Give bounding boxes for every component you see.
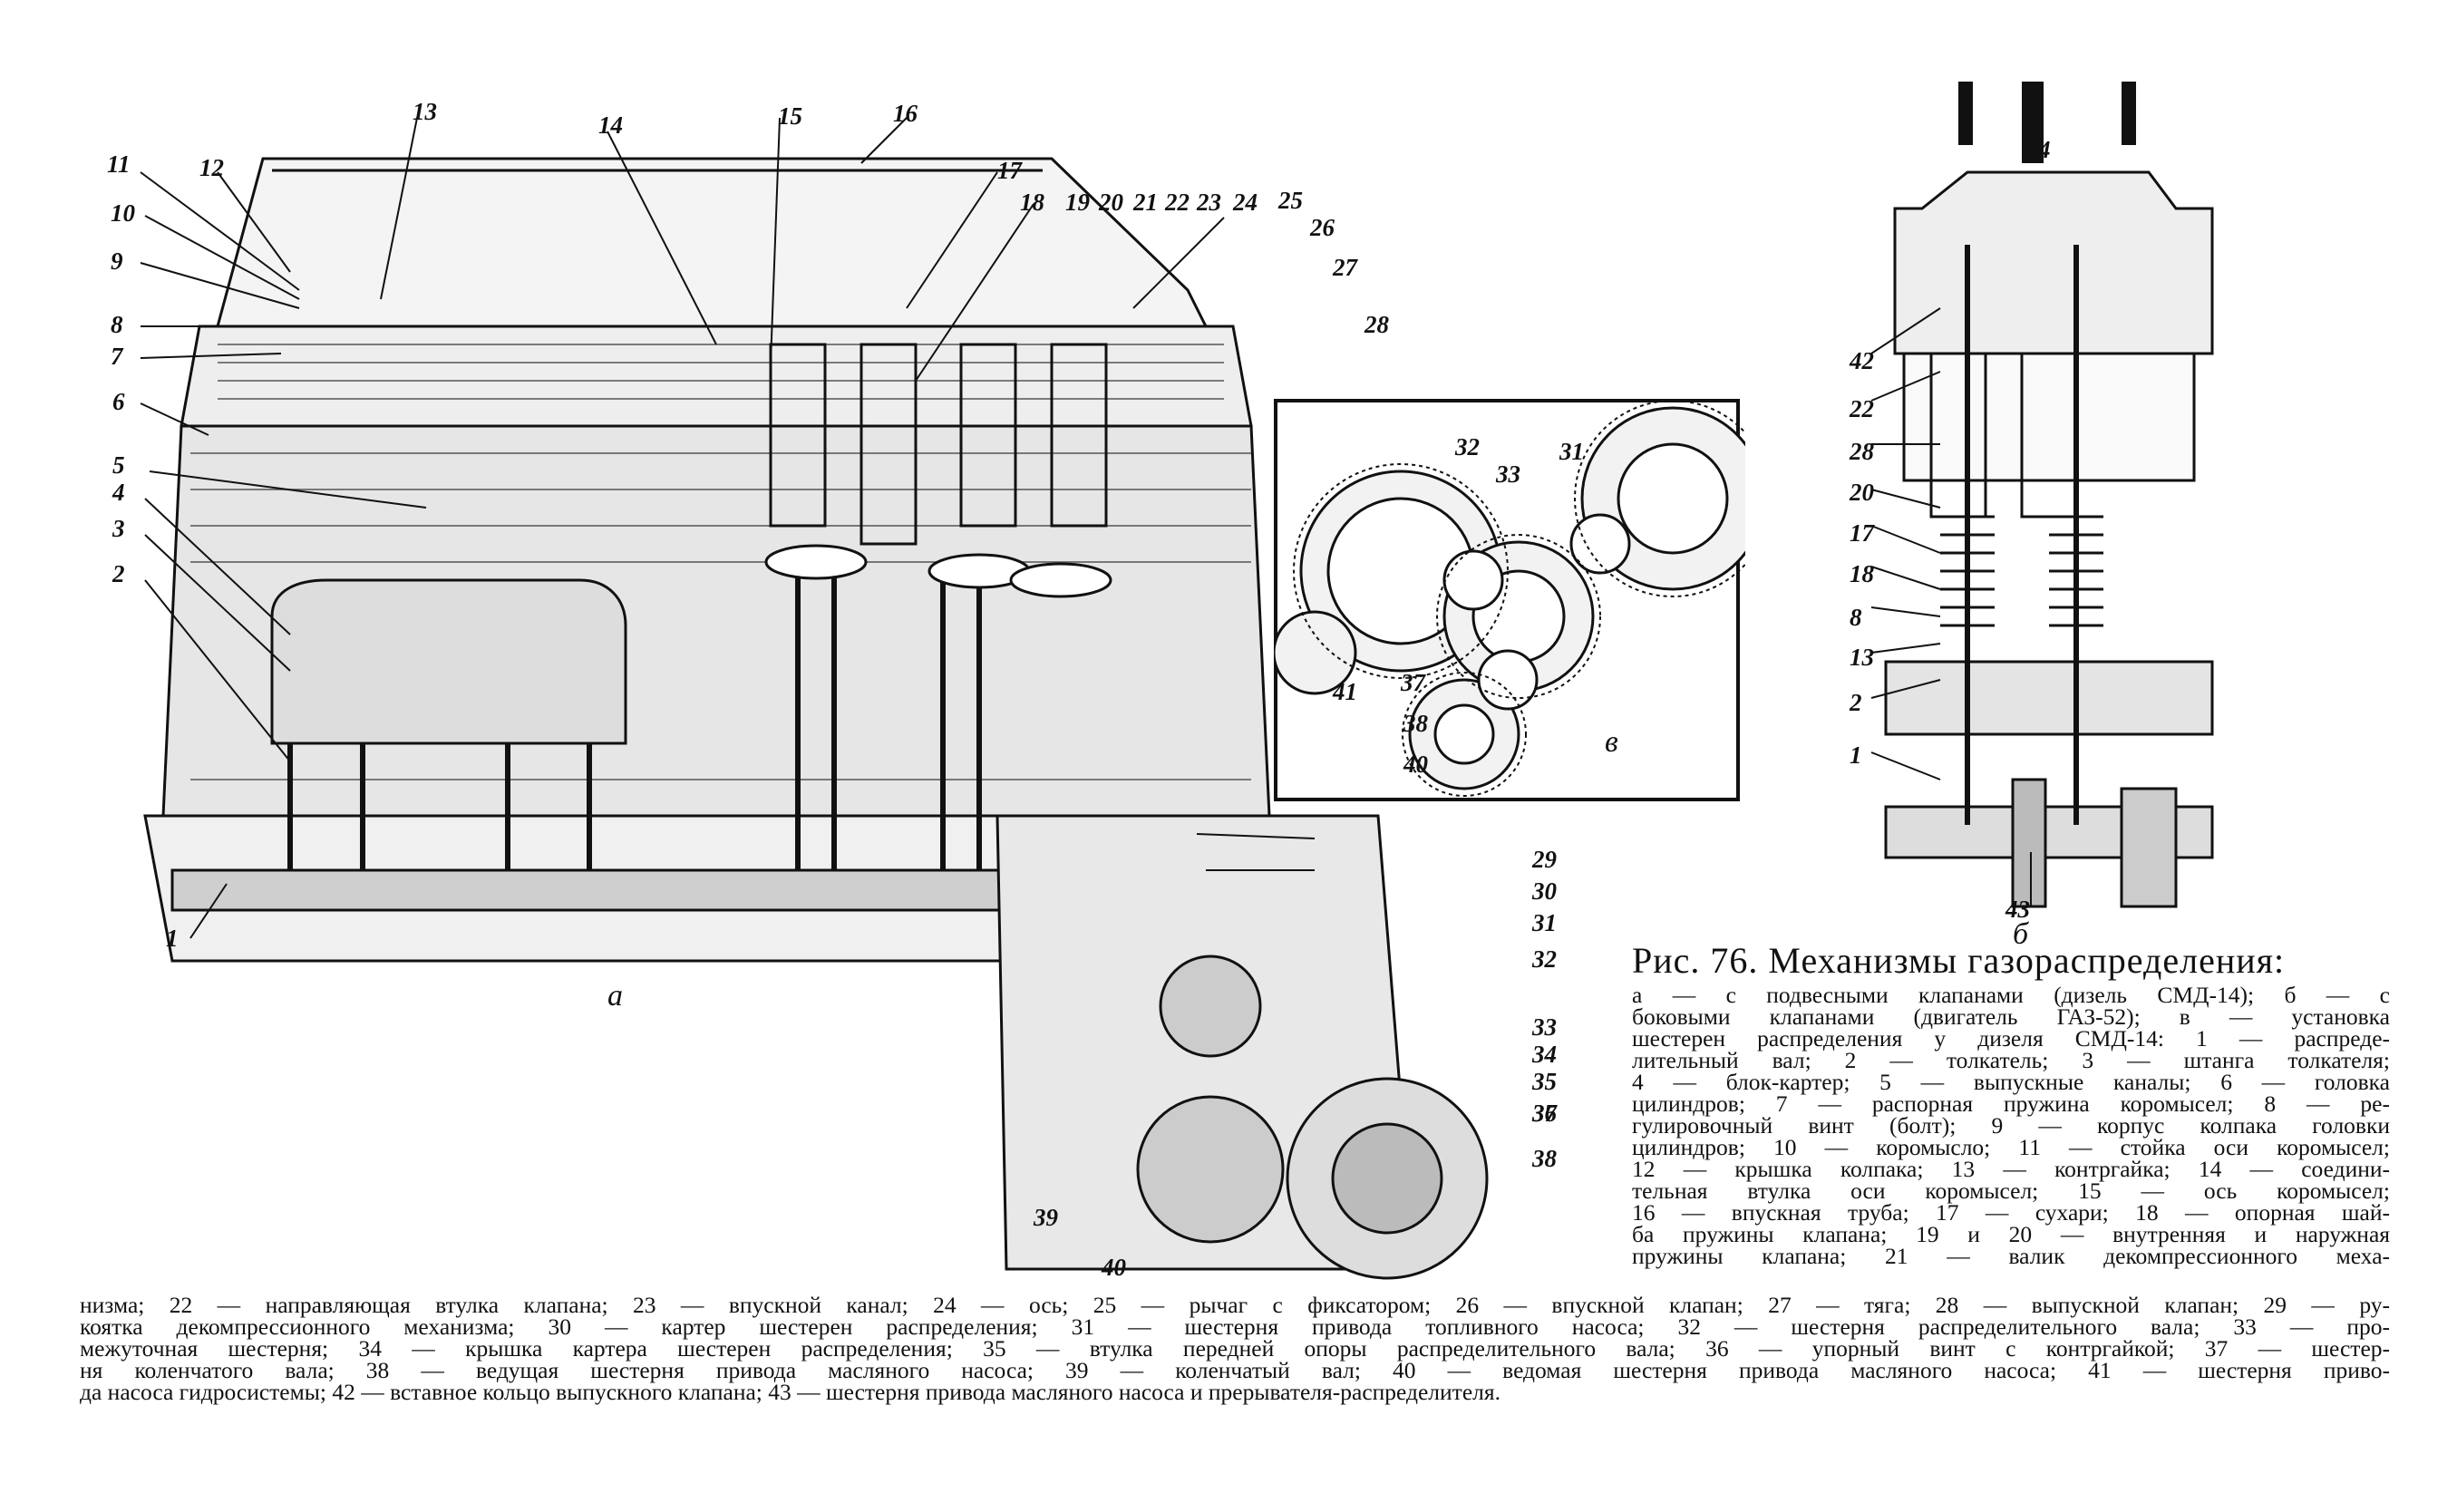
fig-b-label-22: 22: [1850, 395, 1874, 422]
fig-a-label-15: 15: [778, 102, 802, 130]
caption-title: Рис. 76. Механизмы газораспределения:: [1632, 940, 2286, 981]
fig-a-label-27: 27: [1333, 254, 1357, 281]
fig-a-label-34: 34: [1532, 1041, 1557, 1068]
fig-a-label-12: 12: [199, 154, 224, 181]
subfig-v-letter: в: [1605, 725, 1618, 759]
fig-v-label-31: 31: [1559, 438, 1584, 465]
fig-v-label-33: 33: [1496, 460, 1520, 488]
fig-a-label-2: 2: [112, 560, 125, 587]
caption-line: 4 — блок-картер; 5 — выпускные каналы; 6…: [1632, 1069, 2390, 1095]
caption-line: а — с подвесными клапанами (дизель СМД-1…: [1632, 982, 2390, 1008]
subfig-a-letter: а: [607, 979, 623, 1013]
subfig-b-letter: б: [2013, 917, 2029, 951]
caption-line: да насоса гидросистемы; 42 — вставное ко…: [80, 1379, 1500, 1405]
caption-line: пружины клапана; 21 — валик декомпрессио…: [1632, 1243, 2390, 1269]
caption-line: 16 — впускная труба; 17 — сухари; 18 — о…: [1632, 1199, 2390, 1226]
fig-b-label-42: 42: [1850, 347, 1874, 374]
caption-line: цилиндров; 7 — распорная пружина коромыс…: [1632, 1090, 2390, 1117]
caption-line: коятка декомпрессионного механизма; 30 —…: [80, 1313, 2390, 1340]
fig-a-label-10: 10: [111, 199, 135, 227]
fig-a-label-40: 40: [1102, 1254, 1126, 1281]
fig-a-label-28: 28: [1364, 311, 1389, 338]
fig-a-label-6: 6: [112, 388, 125, 415]
caption-line: гулировочный винт (болт); 9 — корпус кол…: [1632, 1112, 2390, 1139]
fig-v-label-32: 32: [1455, 433, 1480, 460]
fig-b-label-1: 1: [1850, 741, 1862, 769]
fig-a-label-23: 23: [1197, 189, 1221, 216]
fig-b-label-4: 4: [2038, 136, 2051, 163]
fig-b-label-18: 18: [1850, 560, 1874, 587]
fig-v-label-37: 37: [1401, 669, 1425, 696]
fig-a-label-19: 19: [1065, 189, 1090, 216]
fig-b-label-8: 8: [1850, 604, 1862, 631]
fig-v-label-41: 41: [1333, 678, 1357, 705]
fig-a-label-1: 1: [166, 925, 179, 952]
caption-line: низма; 22 — направляющая втулка клапана;…: [80, 1292, 2390, 1318]
fig-b-label-20: 20: [1850, 479, 1874, 506]
fig-a-label-38: 38: [1532, 1145, 1557, 1172]
fig-v-label-38: 38: [1403, 710, 1428, 737]
caption-line: боковыми клапанами (двигатель ГАЗ-52); в…: [1632, 1003, 2390, 1030]
fig-a-label-25: 25: [1278, 187, 1303, 214]
fig-a-label-11: 11: [107, 150, 131, 178]
fig-a-label-36: 36: [1532, 1100, 1557, 1127]
fig-a-label-16: 16: [893, 100, 918, 127]
fig-a-label-4: 4: [112, 479, 125, 506]
fig-a-label-5: 5: [112, 451, 125, 479]
fig-b-label-2: 2: [1850, 689, 1862, 716]
fig-a-label-29: 29: [1532, 846, 1557, 873]
drawing-b-side-valve-section: [1870, 82, 2214, 908]
caption-line: 12 — крышка колпака; 13 — контргайка; 14…: [1632, 1156, 2390, 1182]
fig-a-label-39: 39: [1034, 1204, 1058, 1231]
fig-b-label-17: 17: [1850, 519, 1874, 547]
fig-a-label-31: 31: [1532, 909, 1557, 936]
fig-a-label-21: 21: [1133, 189, 1158, 216]
fig-a-label-30: 30: [1532, 877, 1557, 905]
caption-line: цилиндров; 10 — коромысло; 11 — стойка о…: [1632, 1134, 2390, 1160]
fig-a-label-22: 22: [1165, 189, 1190, 216]
fig-a-label-8: 8: [111, 311, 123, 338]
fig-v-label-40: 40: [1403, 751, 1428, 778]
caption-line: лительный вал; 2 — толкатель; 3 — штанга…: [1632, 1047, 2390, 1073]
fig-a-label-13: 13: [413, 98, 437, 125]
fig-b-label-43: 43: [2005, 896, 2030, 923]
fig-a-label-20: 20: [1099, 189, 1123, 216]
caption-full-width: низма; 22 — направляющая втулка клапана;…: [80, 1292, 2390, 1405]
fig-a-label-14: 14: [598, 111, 623, 139]
fig-a-label-18: 18: [1020, 189, 1044, 216]
fig-a-label-26: 26: [1310, 214, 1335, 241]
caption-right-column: а — с подвесными клапанами (дизель СМД-1…: [1632, 982, 2390, 1269]
fig-a-label-33: 33: [1532, 1013, 1557, 1041]
fig-a-label-7: 7: [111, 343, 123, 370]
fig-a-label-9: 9: [111, 247, 123, 275]
fig-a-label-35: 35: [1532, 1068, 1557, 1095]
fig-b-label-13: 13: [1850, 644, 1874, 671]
fig-a-label-17: 17: [997, 157, 1022, 184]
fig-a-label-3: 3: [112, 515, 125, 542]
drawing-v-gear-train: [1274, 399, 1745, 801]
fig-a-label-37: 37: [1532, 1100, 1557, 1127]
caption-line: ба пружины клапана; 19 и 20 — внутренняя…: [1632, 1221, 2390, 1247]
drawing-a-engine-cutaway: [140, 117, 1489, 1280]
caption-line: межуточная шестерня; 34 — крышка картера…: [80, 1335, 2390, 1362]
fig-a-label-24: 24: [1233, 189, 1258, 216]
fig-b-label-28: 28: [1850, 438, 1874, 465]
fig-a-label-32: 32: [1532, 945, 1557, 973]
caption-line: тельная втулка оси коромысел; 15 — ось к…: [1632, 1178, 2390, 1204]
caption-line: шестерен распределения у дизеля СМД-14: …: [1632, 1025, 2390, 1052]
caption-line: ня коленчатого вала; 38 — ведущая шестер…: [80, 1357, 2390, 1383]
